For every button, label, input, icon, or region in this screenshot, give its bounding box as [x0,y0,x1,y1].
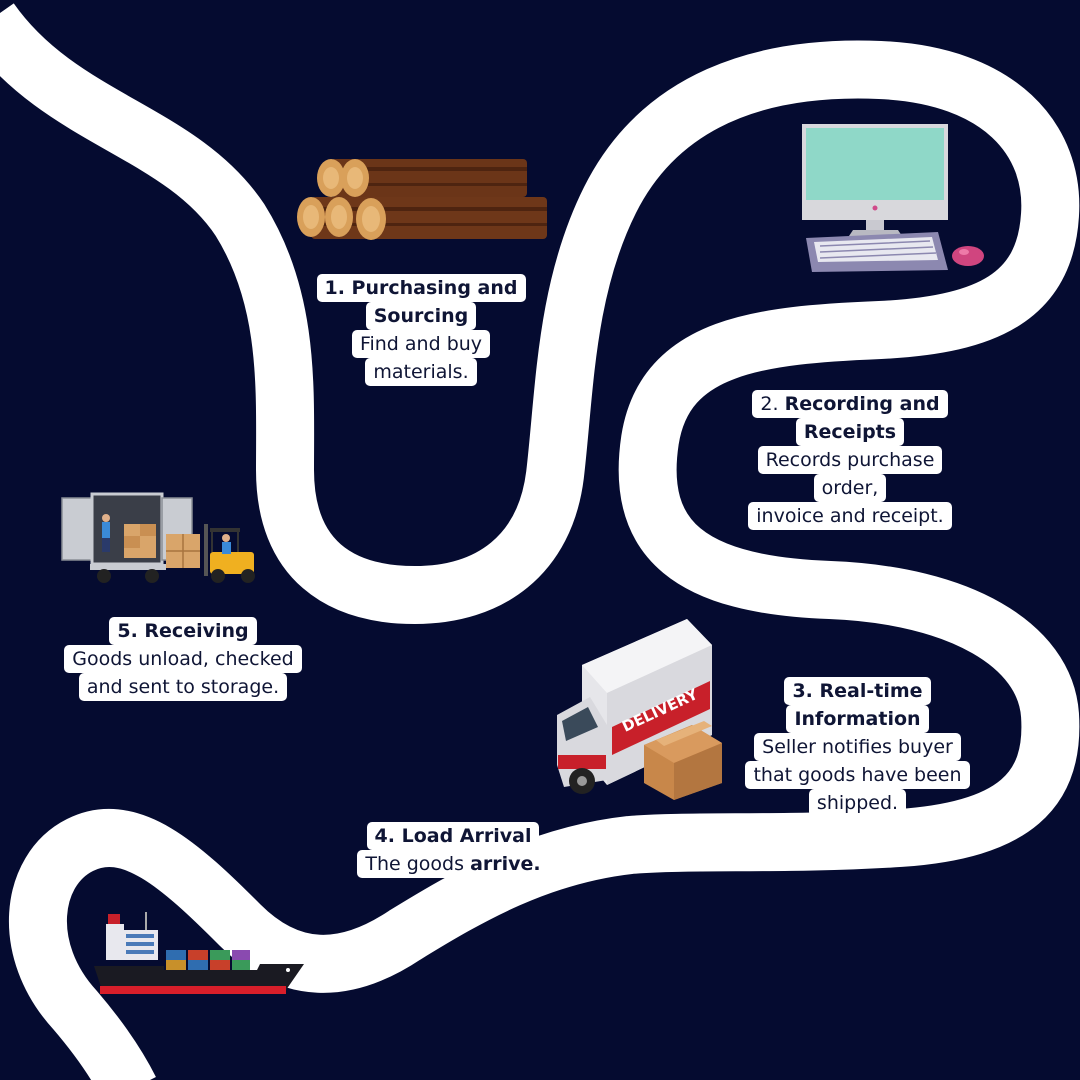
step-4-desc-plain: The goods [365,853,465,875]
step-2-label: 2. Recording and Receipts Records purcha… [730,390,970,530]
step-5-label: 5. Receiving Goods unload, checked and s… [52,617,314,701]
step-4-desc-bold: arrive. [470,853,541,875]
step-5-desc-line-1: Goods unload, checked [64,645,302,673]
ship-bridge [106,924,124,960]
monitor-screen [806,128,944,200]
log-top-row [317,159,527,197]
step-5-desc-line-2: and sent to storage. [78,673,288,701]
step-2-desc-line-2: order, [813,474,887,502]
step-3-title-line-1: 3. Real-time [784,677,931,705]
logs-icon [297,159,547,240]
cargo-ship-icon [94,912,304,994]
step-2-title-line-1: 2. Recording and [752,390,948,418]
ship-hull [94,964,304,990]
step-4-desc-line-1: The goods arrive. [357,850,549,878]
truck-door-left [61,497,93,561]
step-2-desc-line-3: invoice and receipt. [748,502,952,530]
step-5-title-line-1: 5. Receiving [109,617,257,645]
step-4-label: 4. Load Arrival The goods arrive. [346,822,560,878]
step-1-title-line-2: Sourcing [365,302,477,330]
containers [166,950,250,970]
step-2-desc-line-1: Records purchase [757,446,943,474]
forklift-body [210,552,254,574]
step-3-title-line-2: Information [786,705,929,733]
step-3-desc-line-1: Seller notifies buyer [754,733,961,761]
step-2-number: 2. [760,393,779,415]
log-bottom-row [297,197,547,240]
step-1-desc-line-2: materials. [365,358,477,386]
computer-icon [802,124,984,272]
forklift-truck-icon [61,492,255,583]
step-2-title-line-2: Receipts [795,418,905,446]
delivery-truck-icon: DELIVERY [557,619,722,800]
step-1-desc-line-1: Find and buy [351,330,491,358]
step-3-desc-line-3: shipped. [808,789,907,817]
step-3-desc-line-2: that goods have been [745,761,970,789]
mouse [952,246,984,266]
step-1-title-line-1: 1. Purchasing and [316,274,526,302]
step-1-label: 1. Purchasing and Sourcing Find and buy … [316,274,526,386]
step-4-title-line-1: 4. Load Arrival [366,822,540,850]
step-3-label: 3. Real-time Information Seller notifies… [730,677,985,817]
step-2-title-text: Recording and [784,393,940,415]
forklift-mast [204,524,208,576]
